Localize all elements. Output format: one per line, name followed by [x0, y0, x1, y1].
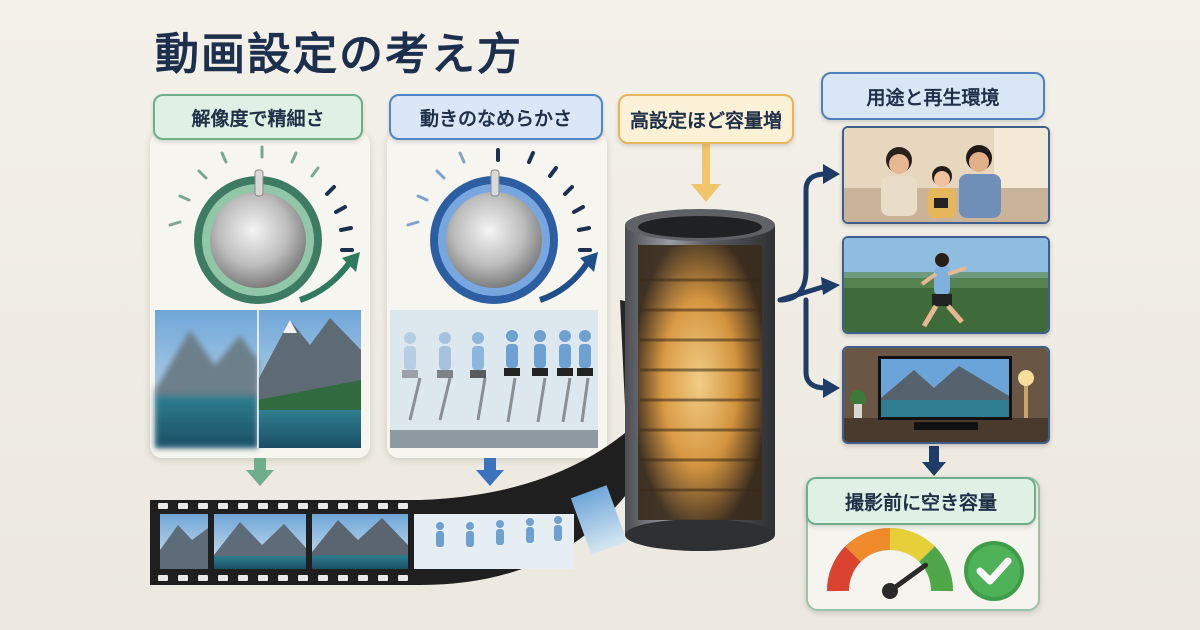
down-arrow-icon — [246, 458, 504, 486]
resolution-label: 解像度で精細さ — [153, 94, 363, 140]
smoothness-label: 動きのなめらかさ — [389, 94, 603, 140]
smoothness-photo — [390, 310, 598, 448]
resolution-dial-icon — [168, 145, 360, 304]
check-space-label: 撮影前に空き容量 — [806, 477, 1036, 525]
capacity-arrow-icon — [691, 143, 721, 202]
film-strip — [150, 300, 660, 585]
branch-arrows — [777, 171, 829, 391]
page-title: 動画設定の考え方 — [155, 29, 523, 80]
usage-label: 用途と再生環境 — [821, 72, 1045, 120]
arrow-heads — [821, 164, 946, 476]
resolution-photo — [155, 310, 361, 448]
runner-photo — [842, 236, 1050, 334]
family-phone-photo — [842, 126, 1050, 224]
tv-photo — [842, 346, 1050, 444]
checkmark-icon — [964, 541, 1024, 601]
gauge-meter-icon — [827, 528, 953, 599]
capacity-label: 高設定ほど容量増 — [618, 94, 794, 144]
smoothness-dial-icon — [406, 148, 598, 304]
cylinder-storage-icon — [625, 209, 775, 551]
